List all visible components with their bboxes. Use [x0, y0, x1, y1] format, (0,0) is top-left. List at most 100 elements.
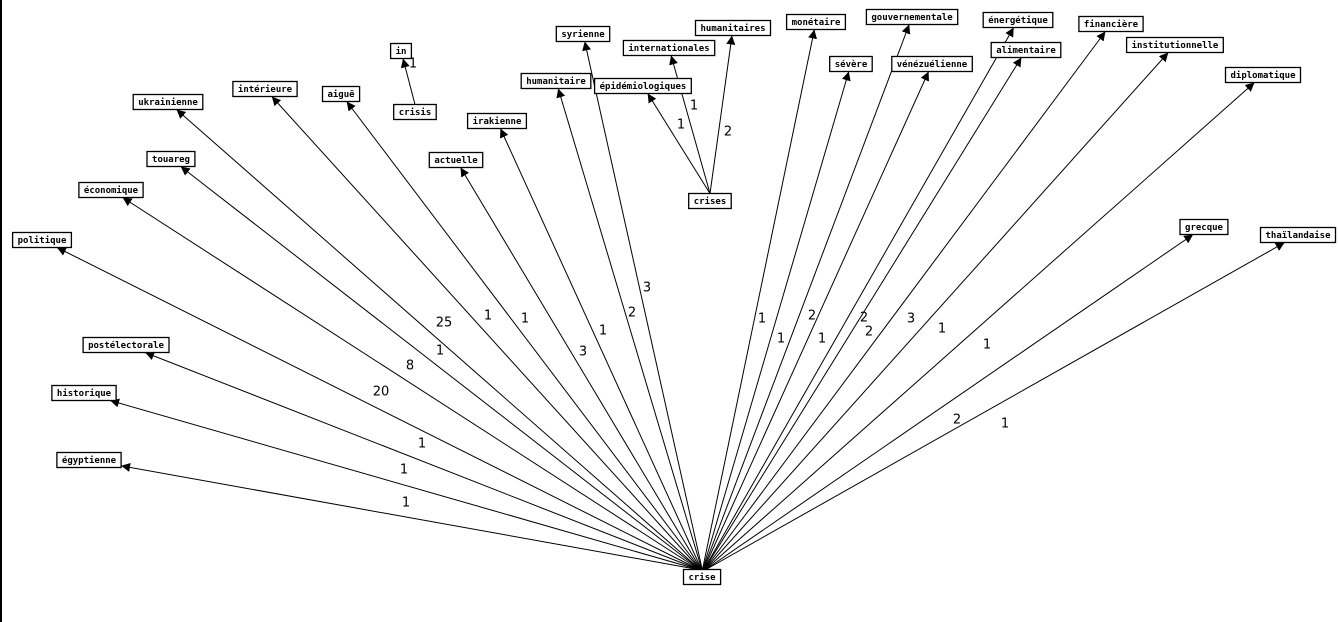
edge-weight-label: 2 [865, 325, 873, 340]
node-grecque: grecque [1179, 218, 1229, 236]
node-box [1179, 218, 1229, 236]
node-label: alimentaire [996, 45, 1056, 56]
node-actuelle: actuelle [428, 151, 484, 169]
node-box [990, 41, 1062, 59]
edge-weight-label: 2 [724, 125, 732, 140]
node-in: in [389, 42, 413, 60]
node-crisis: crisis [393, 103, 437, 121]
node-box [82, 336, 170, 354]
edge-weight-label: 1 [436, 344, 444, 359]
node-egyptienne: égyptienne [56, 451, 122, 469]
node-box [466, 112, 528, 130]
edge-weight-label: 1 [599, 324, 607, 339]
node-alimentaire: alimentaire [990, 41, 1062, 59]
edge-weight-label: 1 [1001, 417, 1009, 432]
node-postelectorale: postélectorale [82, 336, 170, 354]
node-box [146, 150, 196, 168]
node-box [1259, 226, 1337, 244]
node-label: énergétique [988, 15, 1048, 26]
node-severe: sévère [829, 55, 873, 73]
node-crise: crise [682, 568, 722, 586]
edge-weight-label: 3 [579, 345, 587, 360]
edge-crise-institutionnelle [704, 52, 1169, 570]
node-label: vénézuélienne [897, 59, 968, 70]
edge-crise-diplomatique [704, 82, 1255, 570]
node-label: égyptienne [62, 455, 117, 466]
edge-weight-label: 1 [983, 338, 991, 353]
edge-crise-severe [702, 71, 851, 570]
node-box [593, 77, 692, 95]
edge-weight-label: 2 [953, 413, 961, 428]
edge-crise-grecque [705, 234, 1194, 570]
node-crises: crises [688, 192, 732, 210]
edge-weight-label: 1 [409, 57, 417, 72]
node-label: thaïlandaise [1265, 230, 1331, 241]
edge-crise-actuelle [460, 167, 702, 570]
node-label: internationales [628, 43, 709, 54]
edge-weight-label: 1 [777, 332, 785, 347]
node-thailandaise: thaïlandaise [1259, 226, 1337, 244]
node-humanitaires: humanitaires [694, 19, 772, 37]
node-label: syrienne [561, 29, 605, 40]
edge-crise-touareg [180, 166, 701, 570]
edge-crises-humanitaires [709, 35, 736, 194]
edge-weight-label: 25 [436, 316, 453, 331]
node-label: intérieure [238, 84, 293, 95]
left-border [0, 0, 2, 622]
node-label: irakienne [473, 116, 522, 127]
edge-weight-label: 2 [808, 309, 816, 324]
edge-crise-monetaire [702, 29, 817, 570]
edge-crise-egyptienne [121, 462, 699, 570]
node-monetaire: monétaire [785, 13, 847, 31]
edge-crise-humanitaire [556, 88, 703, 570]
node-box [682, 568, 722, 586]
edge-crise-irakienne [499, 128, 702, 570]
node-box [1078, 15, 1144, 33]
node-box [622, 39, 716, 57]
node-internationales: internationales [622, 39, 716, 57]
edge-crise-politique [56, 247, 700, 570]
edge-weight-label: 1 [758, 312, 766, 327]
node-label: actuelle [434, 156, 478, 166]
node-box [56, 451, 122, 469]
node-box [829, 55, 873, 73]
edge-crise-syrienne [582, 41, 703, 570]
edge-crise-energetique [703, 27, 1015, 570]
node-ukrainienne: ukrainienne [132, 93, 204, 111]
edge-weight-label: 1 [677, 118, 685, 133]
node-financiere: financière [1078, 15, 1144, 33]
edge-crisis-in [400, 58, 416, 105]
node-label: monétaire [792, 17, 841, 28]
edge-weight-label: 1 [521, 312, 529, 327]
node-irakienne: irakienne [466, 112, 528, 130]
node-label: économique [84, 185, 139, 196]
node-interieure: intérieure [232, 80, 298, 98]
node-label: politique [18, 235, 67, 246]
edge-weight-label: 1 [690, 99, 698, 114]
node-box [232, 80, 298, 98]
edge-weight-label: 3 [643, 281, 651, 296]
edge-crise-interieure [271, 96, 701, 570]
edge-crise-postelectorale [144, 351, 699, 570]
node-box [389, 42, 413, 60]
node-box [982, 11, 1054, 29]
node-box [428, 151, 484, 169]
node-label: historique [57, 388, 112, 399]
edge-weight-label: 1 [938, 322, 946, 337]
node-box [520, 72, 592, 90]
node-box [51, 384, 117, 402]
edge-crise-ukrainienne [176, 109, 701, 570]
node-epidemiologiques: épidémiologiques [593, 77, 692, 95]
node-diplomatique: diplomatique [1224, 66, 1302, 84]
node-label: crise [688, 572, 716, 583]
node-box [694, 19, 772, 37]
node-syrienne: syrienne [555, 25, 611, 43]
node-label: crisis [399, 107, 432, 118]
node-label: diplomatique [1230, 70, 1296, 81]
node-box [785, 13, 847, 31]
node-label: aiguë [327, 89, 355, 100]
node-label: institutionnelle [1132, 40, 1219, 51]
node-box [11, 231, 73, 249]
